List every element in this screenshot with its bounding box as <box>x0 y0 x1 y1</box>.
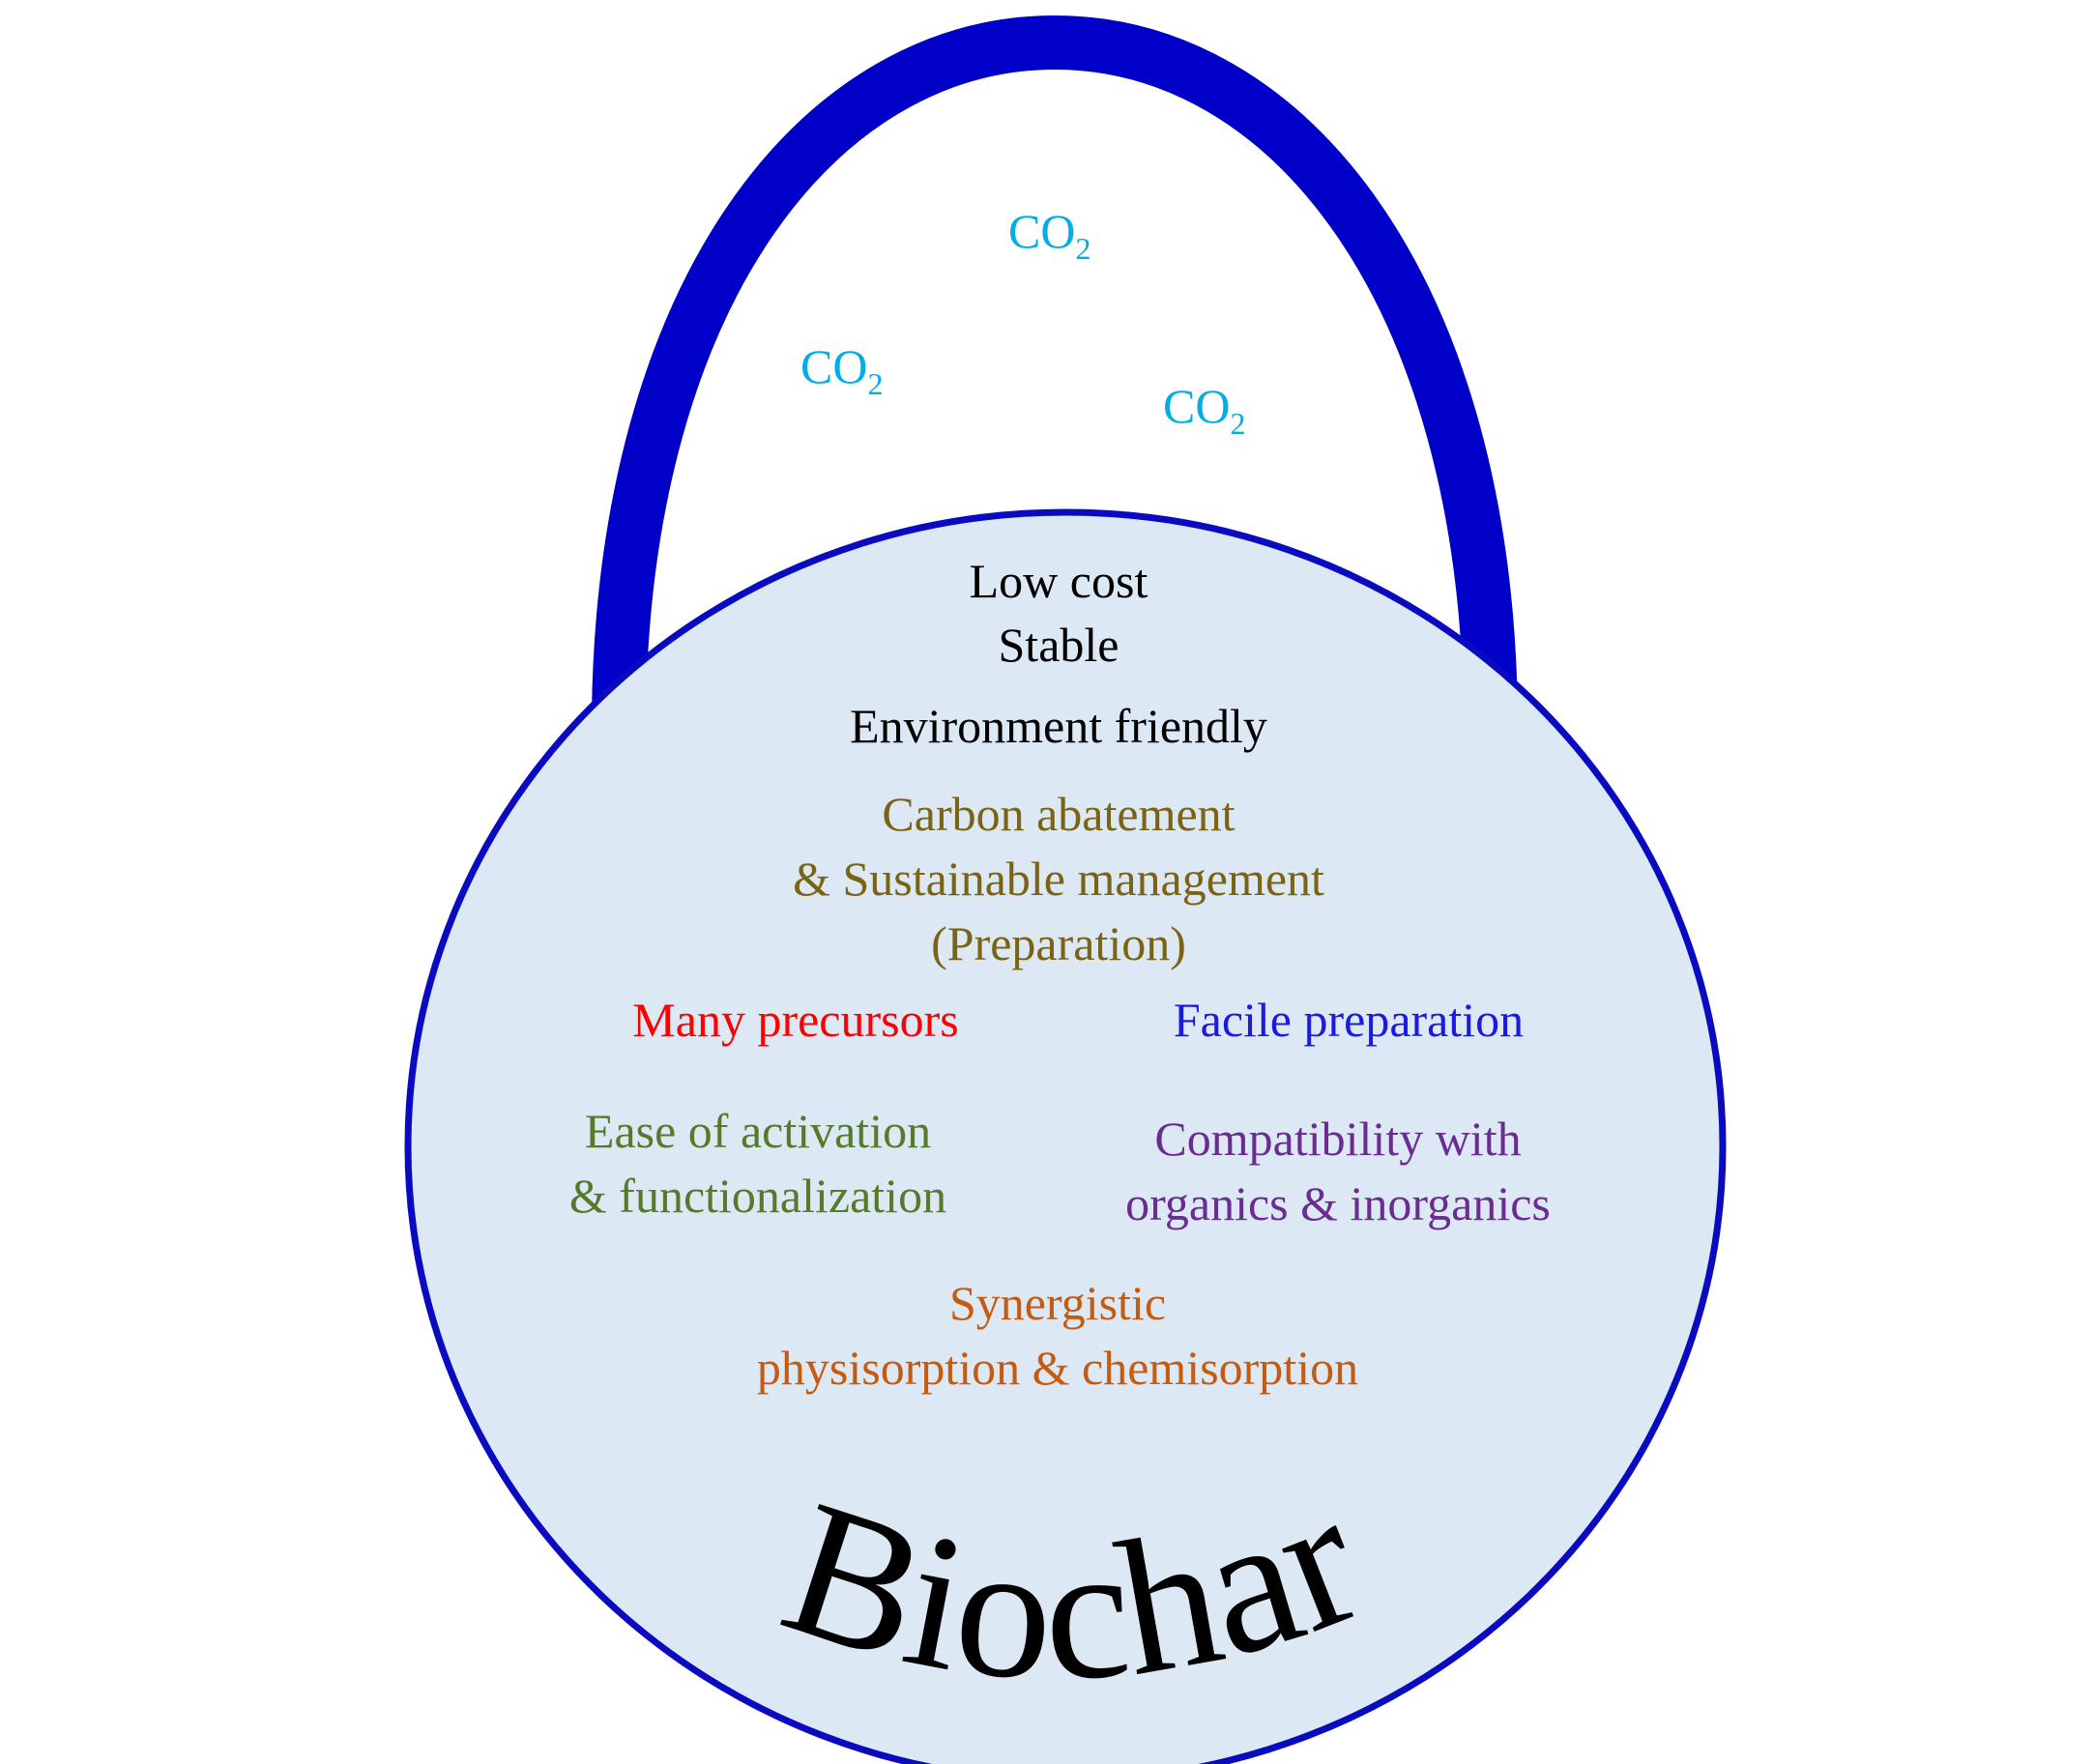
property-low-cost: Low cost <box>970 554 1148 608</box>
co2-labels: CO2 CO2 CO2 <box>800 204 1245 441</box>
property-synergistic: Synergistic <box>949 1276 1166 1330</box>
property-compatibility: Compatibility with <box>1154 1112 1521 1166</box>
property-environment-friendly: Environment friendly <box>850 699 1267 753</box>
co2-label: CO2 <box>800 339 883 401</box>
co2-label: CO2 <box>1163 379 1245 441</box>
property-physisorption-chemisorption: physisorption & chemisorption <box>757 1341 1358 1395</box>
property-preparation: (Preparation) <box>931 916 1186 970</box>
property-organics-inorganics: organics & inorganics <box>1125 1176 1551 1230</box>
property-ease-of-activation: Ease of activation <box>585 1104 931 1158</box>
property-functionalization: & functionalization <box>569 1169 946 1223</box>
property-stable: Stable <box>999 618 1119 672</box>
biochar-body-circle <box>404 508 1727 1764</box>
property-many-precursors: Many precursors <box>632 993 958 1047</box>
lock-handle-arch <box>592 14 1518 716</box>
property-sustainable-management: & Sustainable management <box>793 852 1324 906</box>
co2-label: CO2 <box>1008 204 1090 266</box>
property-carbon-abatement: Carbon abatement <box>882 787 1235 841</box>
property-facile-preparation: Facile preparation <box>1174 993 1524 1047</box>
